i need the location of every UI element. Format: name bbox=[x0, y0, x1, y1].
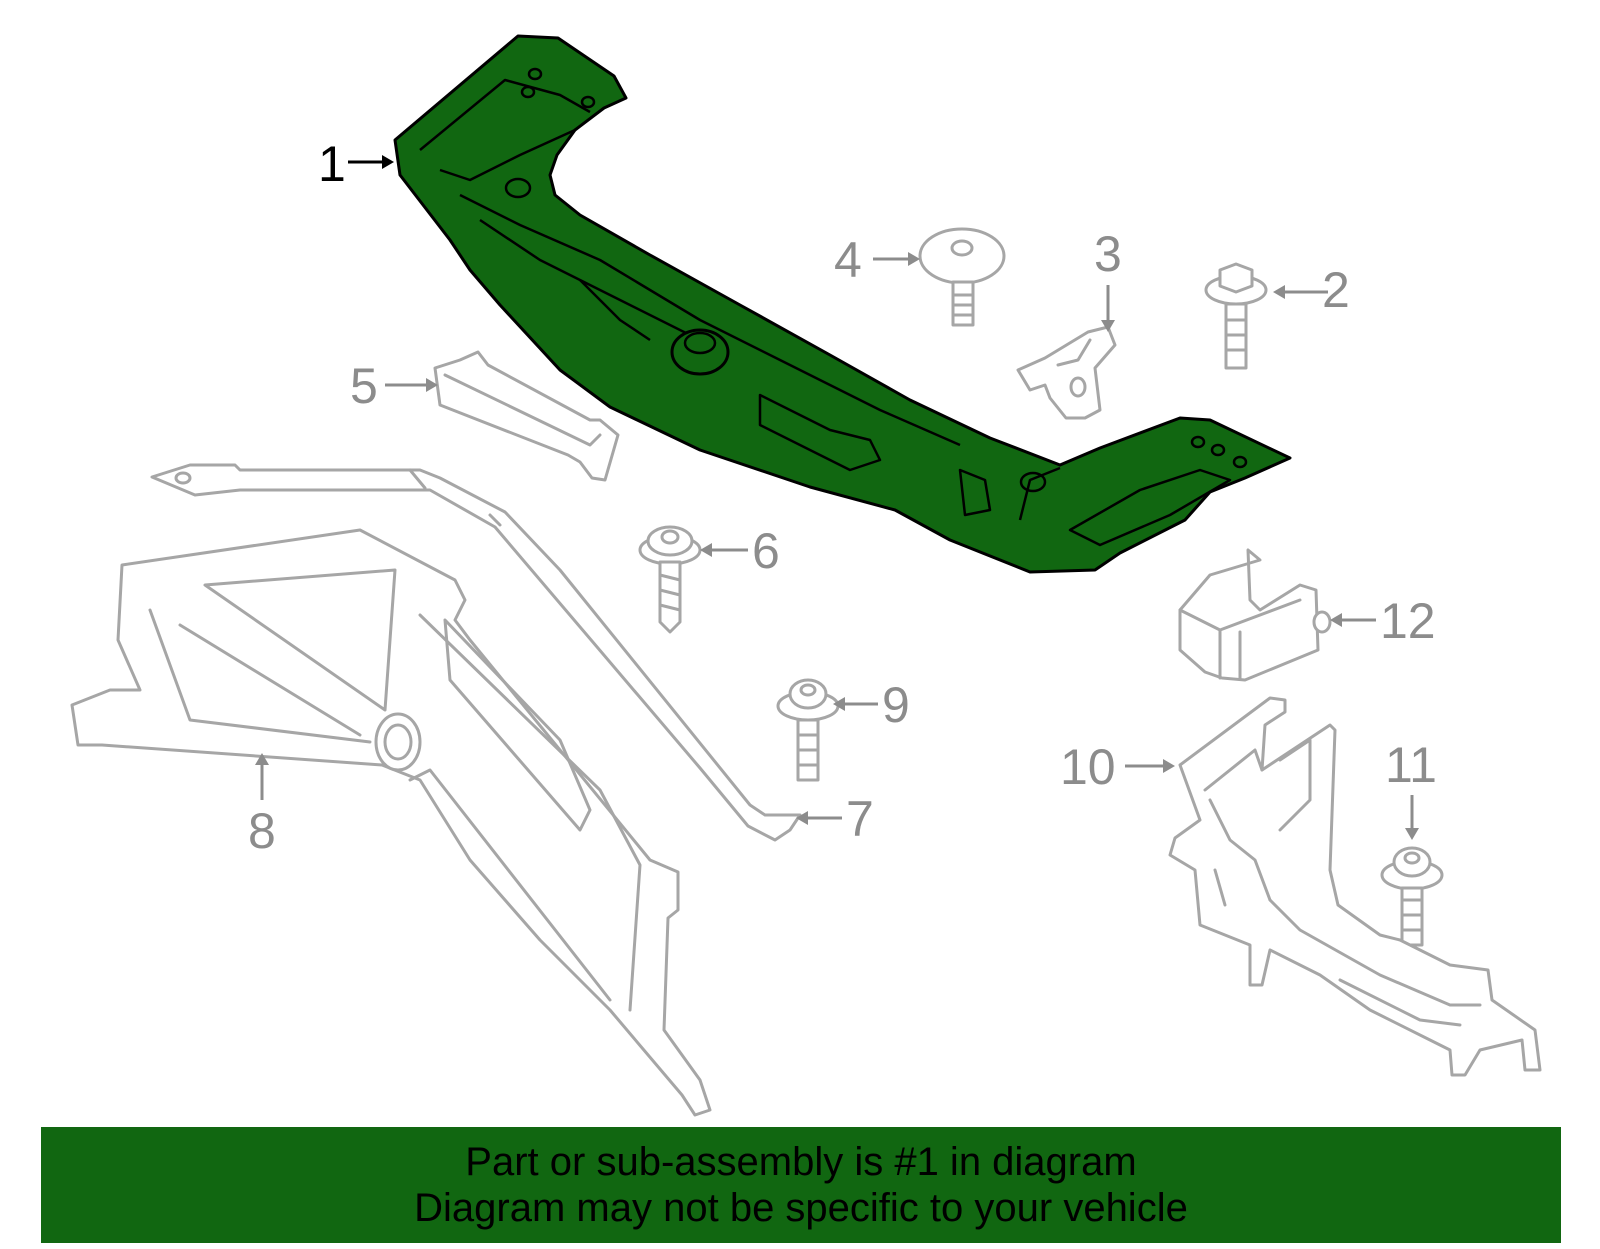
callout-11: 11 bbox=[1385, 737, 1437, 793]
callout-3: 3 bbox=[1094, 226, 1122, 282]
callout-arrows bbox=[255, 155, 1419, 840]
callout-1: 1 bbox=[318, 136, 346, 192]
banner-line-disclaimer: Diagram may not be specific to your vehi… bbox=[414, 1186, 1188, 1230]
callout-4: 4 bbox=[834, 232, 862, 288]
part-6-screw[interactable] bbox=[638, 525, 702, 634]
part-4-push-clip[interactable] bbox=[918, 227, 1006, 327]
callout-12: 12 bbox=[1380, 593, 1436, 649]
part-9-bolt[interactable] bbox=[776, 678, 840, 782]
part-12-bracket-block[interactable] bbox=[1178, 548, 1332, 682]
callout-8: 8 bbox=[248, 803, 276, 859]
callout-10: 10 bbox=[1060, 739, 1116, 795]
part-8-lower-support[interactable] bbox=[70, 528, 712, 1117]
callout-9: 9 bbox=[882, 677, 910, 733]
part-1-upper-tie-bar[interactable] bbox=[393, 34, 1292, 574]
part-10-side-bracket[interactable] bbox=[1168, 696, 1542, 1077]
part-7-diagonal-brace[interactable] bbox=[150, 463, 802, 842]
callout-7: 7 bbox=[846, 791, 874, 847]
part-3-bracket[interactable] bbox=[1016, 325, 1117, 420]
callout-5: 5 bbox=[350, 358, 378, 414]
part-5-bracket[interactable] bbox=[433, 350, 620, 482]
callout-6: 6 bbox=[752, 523, 780, 579]
banner-line-part: Part or sub-assembly is #1 in diagram bbox=[465, 1140, 1137, 1184]
callout-2: 2 bbox=[1322, 262, 1350, 318]
info-banner: Part or sub-assembly is #1 in diagram Di… bbox=[41, 1127, 1561, 1243]
part-2-hex-bolt[interactable] bbox=[1204, 262, 1268, 370]
part-11-bolt[interactable] bbox=[1380, 846, 1444, 947]
